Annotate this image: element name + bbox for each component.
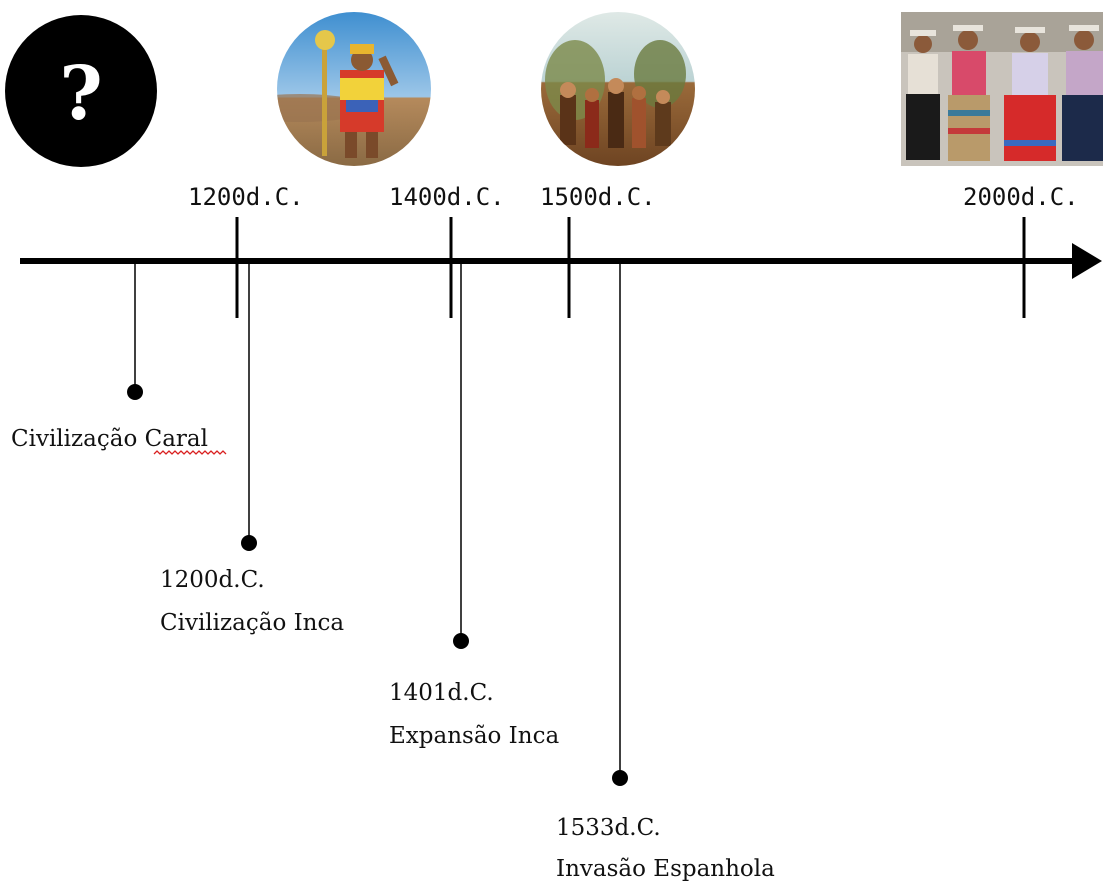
event-expansion-year: 1401d.C. bbox=[389, 680, 494, 706]
spanish-conquest-painting-image bbox=[541, 12, 695, 166]
spellcheck-squiggle bbox=[153, 450, 227, 455]
tick-label-2000: 2000d.C. bbox=[963, 183, 1079, 211]
event-invasion-marker bbox=[612, 261, 628, 786]
question-mark-glyph: ? bbox=[59, 51, 102, 137]
tick-label-1400: 1400d.C. bbox=[389, 183, 505, 211]
event-inca-marker bbox=[241, 261, 257, 551]
timeline-axis bbox=[20, 243, 1102, 279]
event-caral-marker bbox=[127, 261, 143, 400]
axis-arrow-icon bbox=[1072, 243, 1102, 279]
event-expansion-marker bbox=[453, 261, 469, 649]
event-invasion-label: Invasão Espanhola bbox=[556, 856, 775, 882]
event-expansion-label: Expansão Inca bbox=[389, 723, 559, 749]
event-inca-year: 1200d.C. bbox=[160, 567, 265, 593]
andean-women-photo-image bbox=[901, 12, 1103, 166]
tick-label-1500: 1500d.C. bbox=[540, 183, 656, 211]
event-caral-label: Civilização Caral bbox=[11, 426, 208, 452]
event-invasion-year: 1533d.C. bbox=[556, 815, 661, 841]
inca-emperor-image bbox=[277, 12, 431, 166]
tick-label-1200: 1200d.C. bbox=[188, 183, 304, 211]
question-mark-icon: ? bbox=[5, 15, 157, 167]
event-inca-label: Civilização Inca bbox=[160, 610, 344, 636]
